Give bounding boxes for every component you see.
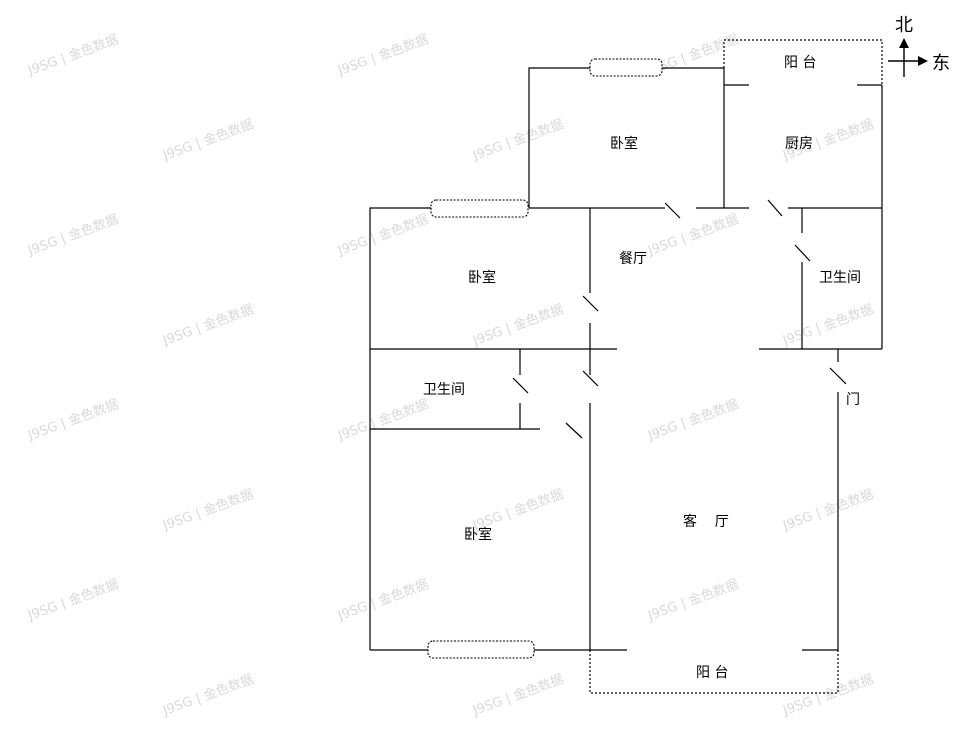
watermark: J9SG | 金色数据 — [25, 396, 121, 444]
compass: 北 东 — [888, 15, 950, 77]
walls — [369, 67, 883, 651]
watermark: J9SG | 金色数据 — [335, 576, 431, 624]
balcony-south-outline — [589, 650, 839, 694]
watermark: J9SG | 金色数据 — [470, 116, 566, 164]
room-labels: 卧室 厨房 阳 台 卧室 餐厅 卫生间 卫生间 门 卧室 客 厅 阳 台 — [423, 55, 861, 681]
arrow-right-icon — [918, 56, 928, 66]
watermark: J9SG | 金色数据 — [645, 396, 741, 444]
watermarks: J9SG | 金色数据 J9SG | 金色数据 J9SG | 金色数据 J9SG… — [25, 31, 876, 719]
balcony-north-outline — [723, 39, 883, 85]
watermark: J9SG | 金色数据 — [25, 211, 121, 259]
watermark: J9SG | 金色数据 — [780, 486, 876, 534]
compass-east-label: 东 — [932, 53, 950, 74]
arrow-up-icon — [899, 38, 909, 48]
watermark: J9SG | 金色数据 — [160, 486, 256, 534]
watermark: J9SG | 金色数据 — [645, 211, 741, 259]
watermark: J9SG | 金色数据 — [335, 211, 431, 259]
watermark: J9SG | 金色数据 — [25, 576, 121, 624]
door-swing — [565, 422, 583, 439]
window — [430, 199, 529, 218]
watermark: J9SG | 金色数据 — [335, 396, 431, 444]
label-door: 门 — [846, 392, 860, 408]
window — [427, 640, 535, 659]
watermark: J9SG | 金色数据 — [780, 301, 876, 349]
door-swing — [582, 370, 599, 387]
label-balcony-south: 阳 台 — [696, 665, 728, 681]
door-swing — [512, 377, 529, 394]
watermark: J9SG | 金色数据 — [780, 671, 876, 719]
door-swing — [664, 202, 681, 219]
label-kitchen: 厨房 — [785, 136, 813, 152]
window — [589, 58, 663, 77]
watermark: J9SG | 金色数据 — [160, 116, 256, 164]
door-swing — [829, 367, 847, 385]
label-bath-east: 卫生间 — [819, 270, 861, 286]
label-bedroom-north: 卧室 — [610, 135, 638, 152]
label-bath-west: 卫生间 — [423, 382, 465, 398]
door-swing — [767, 199, 783, 217]
windows — [427, 58, 663, 659]
label-living: 客 厅 — [683, 513, 729, 530]
door-swing — [794, 244, 811, 262]
watermark: J9SG | 金色数据 — [160, 301, 256, 349]
wall-segment — [528, 67, 592, 208]
watermark: J9SG | 金色数据 — [470, 301, 566, 349]
watermark: J9SG | 金色数据 — [160, 671, 256, 719]
wall-segment — [369, 207, 433, 650]
balconies — [589, 39, 883, 694]
watermark: J9SG | 金色数据 — [645, 576, 741, 624]
label-bedroom-west: 卧室 — [468, 269, 496, 286]
watermark: J9SG | 金色数据 — [335, 31, 431, 79]
label-balcony-north: 阳 台 — [784, 55, 816, 71]
label-dining: 餐厅 — [619, 251, 647, 267]
watermark: J9SG | 金色数据 — [470, 671, 566, 719]
compass-north-label: 北 — [895, 15, 913, 36]
doors — [512, 199, 847, 439]
watermark: J9SG | 金色数据 — [25, 31, 121, 79]
label-bedroom-south: 卧室 — [464, 526, 492, 543]
door-swing — [582, 295, 599, 312]
